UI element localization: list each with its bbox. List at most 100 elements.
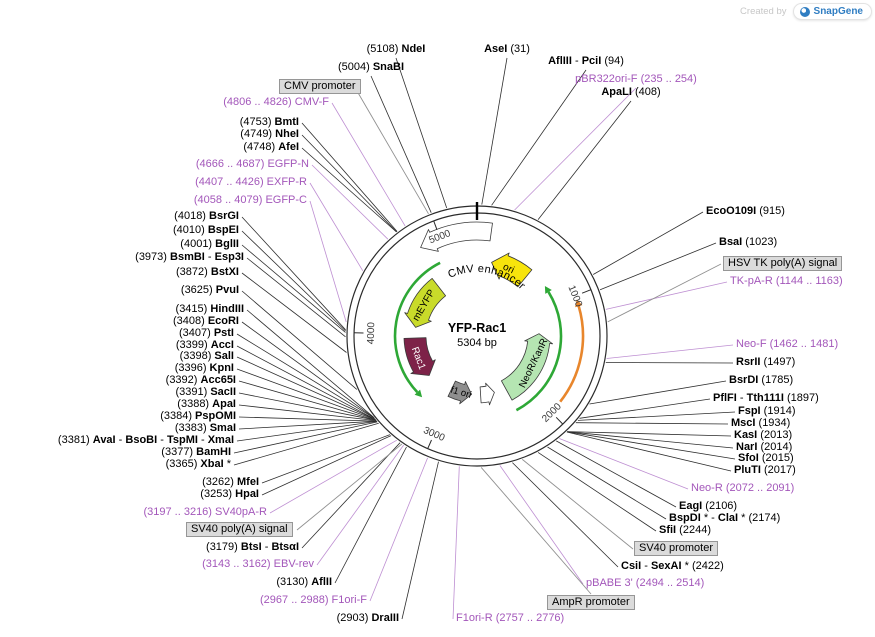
label-text: (3399) [175, 339, 211, 351]
enzyme-leader-line [579, 398, 711, 419]
label-text: (3262) [202, 476, 237, 488]
restriction-site-label[interactable]: (3130) AflII [276, 576, 332, 589]
primer-label[interactable]: pBR322ori-F (235 .. 254) [575, 73, 697, 86]
label-text: (4749) [240, 128, 276, 140]
primer-label[interactable]: (4058 .. 4079) EGFP-C [194, 194, 307, 207]
restriction-site-label[interactable]: (5004) SnaBI [338, 61, 404, 74]
feature-arrow-neor-kanr[interactable] [501, 333, 553, 401]
feature-arrow-f1-ori[interactable] [447, 380, 472, 405]
primer-label[interactable]: (4806 .. 4826) CMV-F [223, 96, 329, 109]
enzyme-leader-line [593, 211, 704, 275]
restriction-site-label[interactable]: PflFI - Tth111I (1897) [713, 392, 819, 405]
restriction-site-label[interactable]: (3383) SmaI [175, 422, 236, 435]
restriction-site-label[interactable]: (4018) BsrGI [174, 210, 239, 223]
restriction-site-label[interactable]: (3384) PspOMI [160, 410, 236, 423]
restriction-site-label[interactable]: (3179) BtsI - BtsαI [206, 541, 299, 554]
enzyme-name: BglII [215, 238, 239, 250]
restriction-site-label[interactable]: (3973) BsmBI - Esp3I [135, 251, 244, 264]
enzyme-leader-line [395, 57, 448, 209]
enzyme-leader-line [261, 434, 391, 484]
primer-label[interactable]: Neo-F (1462 .. 1481) [736, 338, 838, 351]
restriction-site-label[interactable]: (4749) NheI [240, 128, 299, 141]
primer-label[interactable]: (3143 .. 3162) EBV-rev [202, 558, 314, 571]
label-text: * - [700, 512, 718, 524]
feature-annotation-box[interactable]: SV40 promoter [634, 541, 718, 556]
feature-annotation-box[interactable]: AmpR promoter [547, 595, 635, 610]
primer-label[interactable]: (3197 .. 3216) SV40pA-R [143, 506, 267, 519]
restriction-site-label[interactable]: AseI (31) [484, 43, 530, 56]
snapgene-badge[interactable]: SnapGene [792, 3, 872, 20]
restriction-site-label[interactable]: (4753) BmtI [240, 116, 299, 129]
restriction-site-label[interactable]: (4001) BglII [180, 238, 239, 251]
restriction-site-label[interactable]: (3388) ApaI [177, 398, 236, 411]
restriction-site-label[interactable]: (3625) PvuI [181, 284, 239, 297]
restriction-site-label[interactable]: EagI (2106) [679, 500, 737, 513]
primer-label[interactable]: TK-pA-R (1144 .. 1163) [730, 275, 843, 288]
label-text: (3973) [135, 251, 171, 263]
snapgene-logo-icon [799, 6, 810, 17]
restriction-site-label[interactable]: (3396) KpnI [175, 362, 234, 375]
restriction-site-label[interactable]: (3391) SacII [175, 386, 236, 399]
enzyme-name: SalI [214, 350, 234, 362]
restriction-site-label[interactable]: NarI (2014) [736, 441, 792, 454]
primer-label[interactable]: Neo-R (2072 .. 2091) [691, 482, 794, 495]
enzyme-name: Tth111I [746, 392, 784, 404]
label-text: TK-pA-R (1144 .. 1163) [730, 275, 843, 287]
restriction-site-label[interactable]: (3872) BstXI [176, 266, 239, 279]
restriction-site-label[interactable]: (3365) XbaI * [166, 458, 231, 471]
enzyme-leader-line [401, 461, 439, 620]
restriction-site-label[interactable]: BsrDI (1785) [729, 374, 793, 387]
restriction-site-label[interactable]: SfiI (2244) [659, 524, 711, 537]
restriction-site-label[interactable]: CsiI - SexAI * (2422) [621, 560, 724, 573]
feature-annotation-box[interactable]: HSV TK poly(A) signal [723, 256, 843, 271]
feature-arrow-rac1[interactable] [403, 337, 436, 376]
restriction-site-label[interactable]: (3262) MfeI [202, 476, 259, 489]
restriction-site-label[interactable]: (2903) DraIII [337, 612, 399, 625]
restriction-site-label[interactable]: (4010) BspEI [173, 224, 239, 237]
restriction-site-label[interactable]: (3399) AccI [176, 339, 234, 352]
restriction-site-label[interactable]: (5108) NdeI [367, 43, 426, 56]
primer-label[interactable]: pBABE 3' (2494 .. 2514) [586, 577, 704, 590]
restriction-site-label[interactable]: (3407) PstI [179, 327, 234, 340]
label-text: (3253) [200, 488, 236, 500]
restriction-site-label[interactable]: (3408) EcoRI [173, 315, 239, 328]
feature-arrow[interactable] [479, 382, 495, 406]
feature-arrow-cmv-enhancer[interactable] [420, 221, 493, 252]
restriction-site-label[interactable]: RsrII (1497) [736, 356, 795, 369]
feature-annotation-box[interactable]: SV40 poly(A) signal [186, 522, 293, 537]
restriction-site-label[interactable]: BsaI (1023) [719, 236, 777, 249]
enzyme-name: PluTI [734, 464, 761, 476]
restriction-site-label[interactable]: (4748) AfeI [243, 141, 299, 154]
restriction-site-label[interactable]: ApaLI (408) [601, 86, 660, 99]
label-text: (4058 .. 4079) EGFP-C [193, 194, 307, 206]
feature-annotation-box[interactable]: CMV promoter [279, 79, 361, 94]
enzyme-leader-line [241, 272, 347, 353]
primer-label[interactable]: (2967 .. 2988) F1ori-F [260, 594, 367, 607]
restriction-site-label[interactable]: (3377) BamHI [161, 446, 231, 459]
feature-arrow-meyfp[interactable] [404, 278, 446, 328]
feature-arrow-ori[interactable] [491, 252, 533, 288]
enzyme-name: BspEI [207, 224, 239, 236]
enzyme-leader-line [567, 431, 734, 449]
enzyme-name: BtsαI [271, 541, 299, 553]
primer-label[interactable]: (4407 .. 4426) EXFP-R [195, 176, 307, 189]
enzyme-name: ClaI [717, 512, 739, 524]
label-text: (2967 .. 2988) F1ori-F [260, 594, 367, 606]
restriction-site-label[interactable]: (3381) AvaI - BsoBI - TspMI - XmaI [58, 434, 234, 447]
restriction-site-label[interactable]: EcoO109I (915) [706, 205, 785, 218]
restriction-site-label[interactable]: FspI (1914) [738, 405, 795, 418]
primer-label[interactable]: F1ori-R (2757 .. 2776) [456, 612, 564, 625]
restriction-site-label[interactable]: AflIII - PciI (94) [548, 55, 624, 68]
primer-label[interactable]: (4666 .. 4687) EGFP-N [196, 158, 309, 171]
restriction-site-label[interactable]: KasI (2013) [734, 429, 792, 442]
restriction-site-label[interactable]: (3253) HpaI [200, 488, 259, 501]
restriction-site-label[interactable]: (3398) SalI [180, 350, 234, 363]
restriction-site-label[interactable]: PluTI (2017) [734, 464, 796, 477]
restriction-site-label[interactable]: (3415) HindIII [176, 303, 244, 316]
restriction-site-label[interactable]: SfoI (2015) [738, 452, 794, 465]
restriction-site-label[interactable]: (3392) Acc65I [166, 374, 236, 387]
restriction-site-label[interactable]: BspDI * - ClaI * (2174) [669, 512, 780, 525]
plasmid-name: YFP-Rac1 [447, 321, 507, 335]
restriction-site-label[interactable]: MscI (1934) [731, 417, 790, 430]
